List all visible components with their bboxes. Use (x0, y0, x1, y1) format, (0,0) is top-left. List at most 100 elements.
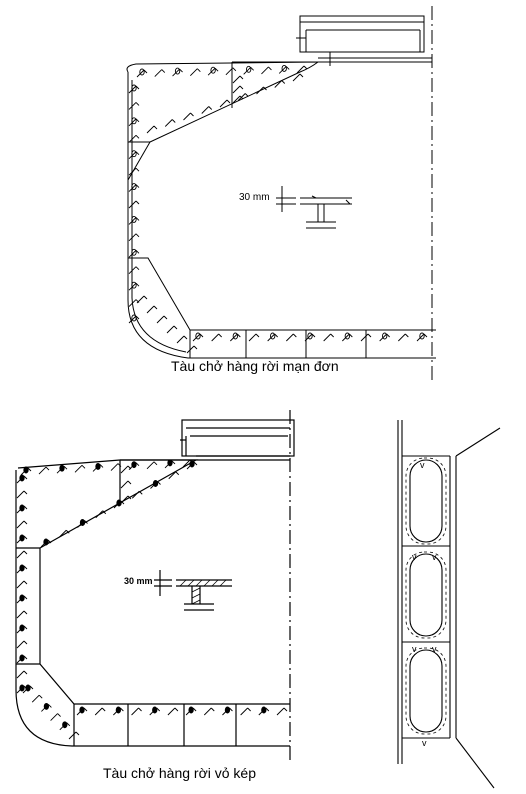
weld-symbol (16, 580, 28, 589)
weld-symbol (74, 465, 86, 473)
weld-symbol (230, 333, 241, 342)
weld-dot (246, 65, 252, 73)
weld-symbol (128, 315, 140, 324)
weld-symbol (128, 233, 140, 242)
weld-symbol (286, 333, 297, 342)
weld-dot (62, 721, 68, 729)
weld-symbol (16, 670, 28, 679)
single-hull-drawing (126, 6, 436, 384)
weld-symbol (16, 490, 28, 499)
weld-symbol (156, 315, 168, 324)
weld-dot (131, 281, 137, 289)
weld-symbol (167, 707, 179, 716)
svg-text:v: v (412, 552, 417, 562)
weld-dot (131, 84, 137, 92)
weld-symbol (120, 495, 132, 504)
outer-shell (15, 470, 290, 747)
weld-dot (224, 706, 231, 714)
hopper-tank (128, 257, 436, 331)
weld-symbol (240, 707, 251, 716)
weld-symbol (274, 80, 286, 88)
weld-symbol (146, 461, 158, 470)
weld-symbol (128, 249, 140, 258)
svg-text:v: v (432, 552, 437, 562)
hatch-coaming (299, 15, 425, 53)
weld-dot (281, 64, 287, 72)
weld-dot (25, 684, 31, 692)
weld-dot (152, 480, 159, 487)
weld-dot (419, 332, 425, 340)
weld-symbol (207, 67, 219, 76)
weld-dot (59, 464, 65, 472)
weld-symbol (276, 707, 288, 716)
weld-symbol (94, 707, 106, 716)
weld-symbol (128, 102, 140, 110)
weld-dot (261, 706, 267, 714)
caption-double-hull: Tàu chở hàng rời vỏ kép (103, 765, 256, 781)
weld-symbol (131, 490, 143, 499)
weld-dot (19, 564, 25, 572)
weld-dot (382, 332, 388, 340)
weld-dot (131, 461, 137, 469)
weld-dot (307, 332, 313, 340)
weld-symbol (38, 466, 50, 475)
weld-dot (131, 183, 137, 191)
weld-dot (167, 459, 173, 467)
weld-dot (95, 462, 101, 470)
weld-symbol (50, 713, 61, 721)
dimension-label-top: 30 mm (239, 192, 270, 203)
side-shell (127, 72, 436, 359)
weld-symbol (278, 66, 290, 74)
weld-dot (43, 538, 49, 546)
weld-symbol (416, 333, 428, 342)
weld-symbol (203, 707, 215, 716)
weld-symbol (128, 217, 140, 225)
weld-symbols-top (128, 64, 428, 354)
caption-single-hull: Tàu chở hàng rời mạn đơn (171, 358, 339, 374)
weld-symbol (225, 67, 237, 76)
weld-symbol (16, 610, 28, 619)
weld-dot (131, 215, 137, 223)
weld-symbol (342, 333, 353, 342)
weld-symbol (360, 333, 372, 342)
hatch-coaming-bottom (181, 419, 295, 457)
weld-symbol (166, 325, 178, 334)
weld-dot (210, 66, 216, 74)
weld-symbol (267, 333, 278, 342)
inner-hull (39, 548, 290, 705)
weld-dot (344, 332, 350, 340)
weld-symbol (131, 707, 142, 716)
weld-symbol (16, 640, 28, 649)
weld-dot (131, 117, 137, 125)
topside-tank (126, 61, 320, 143)
weld-symbol (237, 93, 249, 101)
weld-dot (19, 654, 25, 662)
weld-dot (270, 332, 276, 340)
weld-dot (19, 594, 25, 602)
weld-symbol (68, 731, 80, 740)
weld-dot (79, 519, 86, 526)
weld-dot (19, 504, 25, 512)
weld-symbol (128, 118, 140, 127)
weld-symbol (232, 75, 244, 84)
weld-symbol (176, 335, 188, 344)
weld-dot (19, 624, 25, 632)
weld-symbol (58, 529, 70, 538)
weld-dot (115, 706, 122, 714)
weld-symbol (146, 305, 158, 314)
weld-dot (152, 706, 158, 714)
weld-symbol (379, 333, 390, 342)
weld-symbol (261, 66, 272, 75)
svg-text:v: v (422, 738, 427, 748)
weld-dot (139, 68, 145, 76)
weld-dot (188, 706, 194, 714)
weld-symbol (136, 295, 148, 304)
weld-dot (131, 248, 137, 256)
weld-symbol (146, 125, 158, 134)
weld-dot (131, 314, 137, 322)
weld-symbol (398, 333, 409, 342)
weld-symbol (186, 345, 198, 354)
weld-dot (79, 706, 85, 714)
weld-symbol (243, 67, 254, 75)
weld-symbol (323, 333, 334, 342)
